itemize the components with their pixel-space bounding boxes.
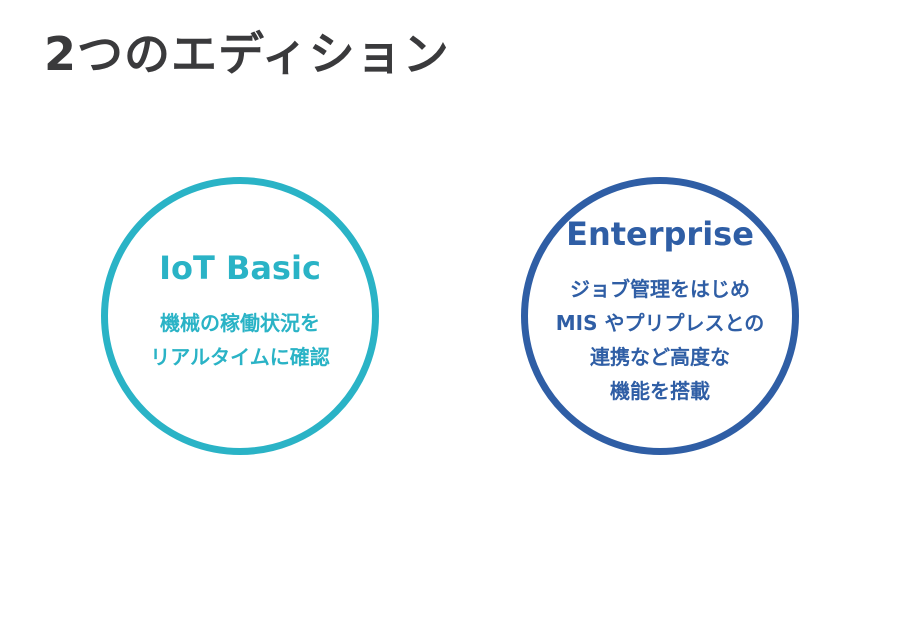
- edition-description: 機械の稼働状況を リアルタイムに確認: [150, 306, 329, 374]
- edition-description-line: リアルタイムに確認: [150, 345, 330, 369]
- edition-description-line: 機械の稼働状況を: [160, 311, 320, 335]
- edition-name: Enterprise: [566, 215, 754, 253]
- edition-description: ジョブ管理をはじめ MIS やプリプレスとの 連携など高度な 機能を搭載: [556, 272, 765, 408]
- edition-description-line: 機能を搭載: [609, 379, 710, 403]
- edition-enterprise-circle: Enterprise ジョブ管理をはじめ MIS やプリプレスとの 連携など高度…: [521, 177, 799, 455]
- edition-description-line: 連携など高度な: [589, 345, 730, 369]
- edition-description-line: MIS やプリプレスとの: [555, 311, 765, 335]
- edition-name: IoT Basic: [159, 249, 321, 287]
- edition-iot-basic-circle: IoT Basic 機械の稼働状況を リアルタイムに確認: [101, 177, 379, 455]
- page-title: 2つのエディション: [44, 27, 450, 81]
- edition-description-line: ジョブ管理をはじめ: [569, 277, 750, 301]
